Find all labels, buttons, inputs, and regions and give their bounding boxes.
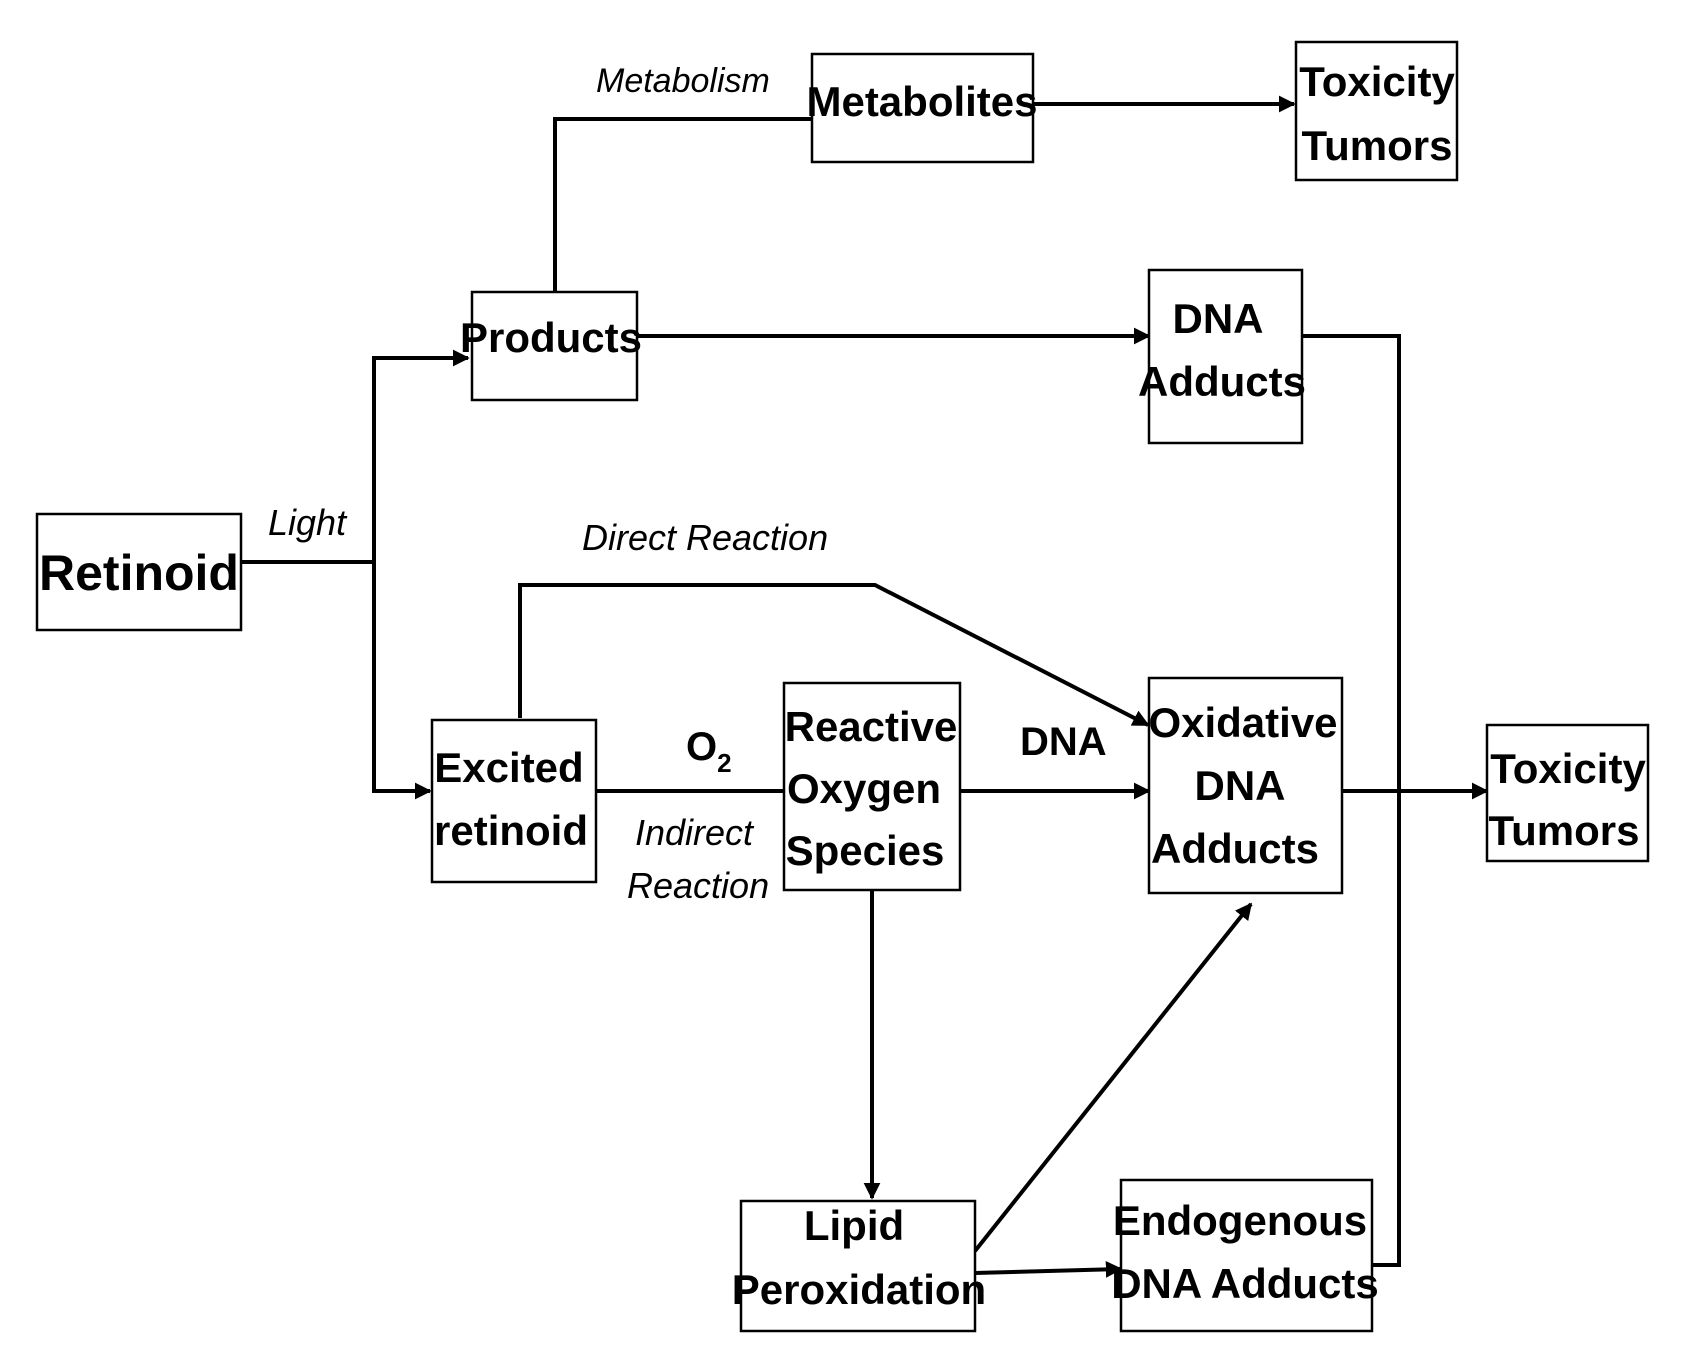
label-o2-main: O xyxy=(686,725,717,769)
connectors xyxy=(241,95,1489,1278)
label-o2-sub: 2 xyxy=(717,748,731,778)
node-toxicity-right-line2: Tumors xyxy=(1489,807,1640,854)
label-indirect-reaction-line1: Indirect xyxy=(635,812,755,853)
node-lipid-line1: Lipid xyxy=(804,1202,904,1249)
node-ros-line3: Species xyxy=(786,827,945,874)
node-retinoid-label: Retinoid xyxy=(39,545,239,601)
node-excited-retinoid: Excited retinoid xyxy=(430,718,598,884)
label-indirect-reaction-line2: Reaction xyxy=(627,865,769,906)
arrow-direct-reaction xyxy=(518,583,1150,727)
node-lipid-line2: Peroxidation xyxy=(732,1266,986,1313)
line-dna-adducts-to-merge xyxy=(1302,334,1401,1267)
node-ros-line1: Reactive xyxy=(785,703,958,750)
node-oxidative-line2: DNA xyxy=(1195,762,1286,809)
arrow-lipid-to-endogenous xyxy=(974,1261,1123,1278)
node-toxicity-tumors-top: Toxicity Tumors xyxy=(1294,40,1459,182)
label-metabolism: Metabolism xyxy=(596,62,770,100)
node-retinoid: Retinoid xyxy=(35,512,243,632)
node-lipid-peroxidation: Lipid Peroxidation xyxy=(732,1199,986,1333)
node-metabolites-label: Metabolites xyxy=(806,78,1037,125)
arrow-branch-to-excited-retinoid xyxy=(372,562,432,800)
label-dna: DNA xyxy=(1020,720,1107,764)
label-o2: O2 xyxy=(686,725,732,778)
arrow-lipid-to-oxidative xyxy=(973,902,1253,1253)
node-toxicity-right-line1: Toxicity xyxy=(1490,745,1646,792)
node-endogenous-line2: DNA Adducts xyxy=(1111,1260,1379,1307)
arrow-products-to-metabolites xyxy=(553,117,812,292)
node-products: Products xyxy=(460,290,642,402)
node-endogenous-line1: Endogenous xyxy=(1113,1197,1367,1244)
node-excited-retinoid-line2: retinoid xyxy=(434,807,588,854)
edge-labels: Light Metabolism Direct Reaction O2 Indi… xyxy=(268,62,1107,906)
node-dna-adducts-line1: DNA xyxy=(1173,295,1264,342)
label-light: Light xyxy=(268,502,348,543)
node-metabolites: Metabolites xyxy=(806,52,1038,164)
node-toxicity-top-line2: Tumors xyxy=(1302,122,1453,169)
node-reactive-oxygen-species: Reactive Oxygen Species xyxy=(782,681,962,892)
node-oxidative-dna-adducts: Oxidative DNA Adducts xyxy=(1147,676,1344,895)
node-toxicity-top-line1: Toxicity xyxy=(1299,58,1455,105)
node-oxidative-line3: Adducts xyxy=(1151,825,1319,872)
node-dna-adducts-line2: Adducts xyxy=(1138,358,1306,405)
node-products-label: Products xyxy=(460,314,642,361)
arrow-branch-to-products xyxy=(372,349,470,562)
node-excited-retinoid-line1: Excited xyxy=(434,744,583,791)
node-toxicity-tumors-right: Toxicity Tumors xyxy=(1485,723,1650,863)
node-ros-line2: Oxygen xyxy=(787,765,941,812)
node-dna-adducts: DNA Adducts xyxy=(1138,268,1306,445)
label-direct-reaction: Direct Reaction xyxy=(582,517,828,558)
node-oxidative-line1: Oxidative xyxy=(1148,699,1337,746)
node-endogenous-dna-adducts: Endogenous DNA Adducts xyxy=(1111,1178,1379,1333)
